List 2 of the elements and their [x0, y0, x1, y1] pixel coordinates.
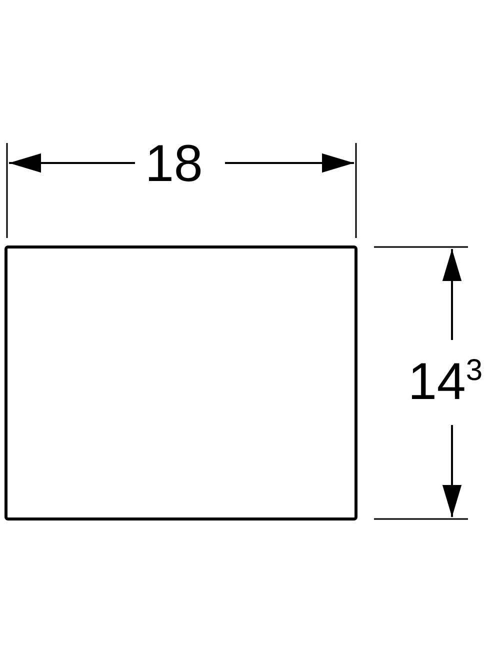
dimension-label: 18 — [145, 138, 203, 190]
dimension-label: 14$^{3}$ — [408, 356, 483, 408]
